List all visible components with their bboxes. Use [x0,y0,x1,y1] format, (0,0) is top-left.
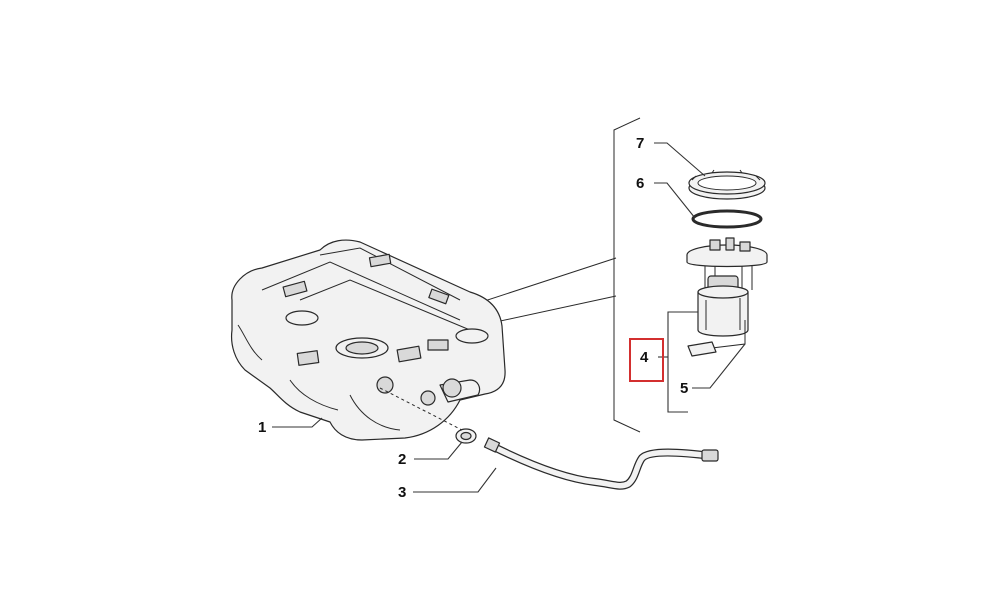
callout-6[interactable]: 6 [636,175,644,192]
part-2-grommet [379,387,477,444]
part-7-lock-ring [688,169,766,200]
callout-labels: 1 2 3 4 5 6 7 [258,135,688,501]
part-5-float [687,341,717,357]
callout-3[interactable]: 3 [398,484,406,501]
part-3-fuel-hose [483,437,719,490]
callout-5[interactable]: 5 [680,380,688,397]
callout-4[interactable]: 4 [640,349,649,366]
leader-lines [272,142,746,493]
callout-7[interactable]: 7 [636,135,644,152]
callout-1[interactable]: 1 [258,419,266,436]
callout-2[interactable]: 2 [398,451,406,468]
part-4-fuel-pump-module [686,237,768,349]
detail-separator-line [613,117,641,433]
callout-4-highlight-box [629,338,664,382]
fuel-tank [230,239,506,441]
part-6-seal-ring [691,209,763,229]
